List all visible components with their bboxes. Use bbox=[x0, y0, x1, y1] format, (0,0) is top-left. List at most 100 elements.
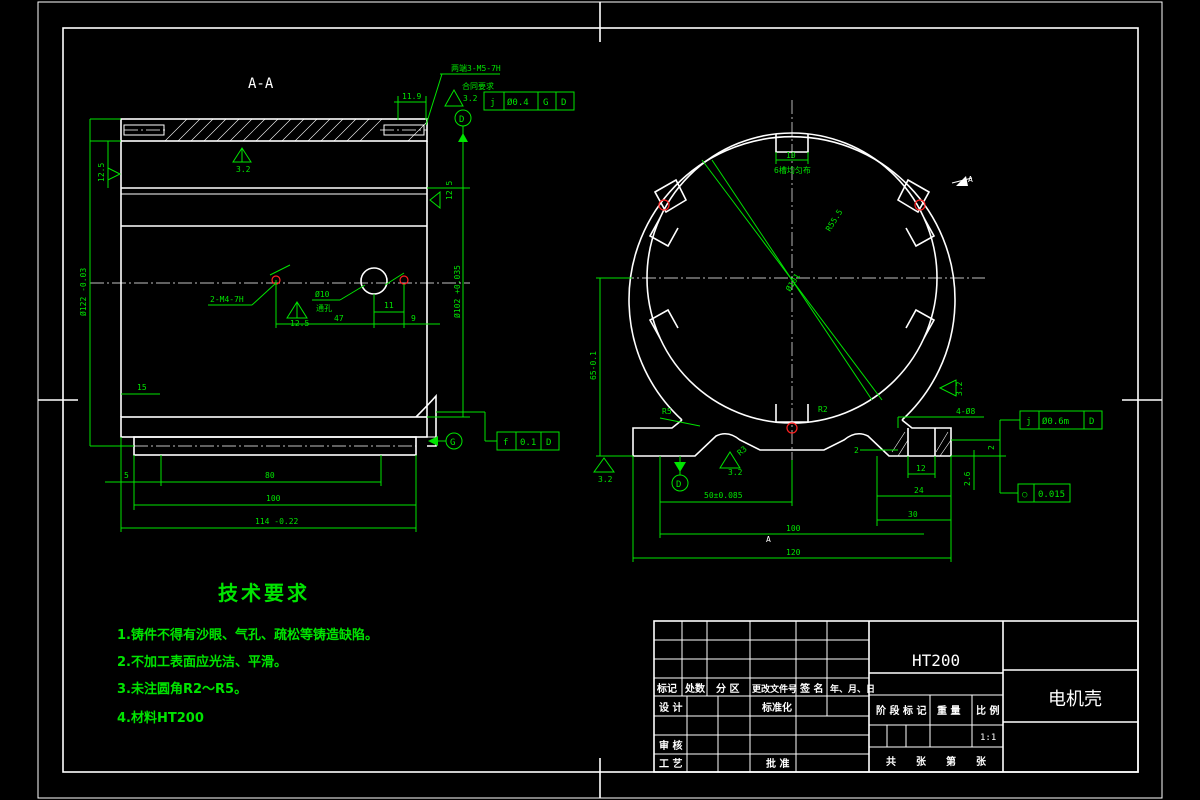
flatness-frame: ○ 0.015 bbox=[1000, 483, 1071, 503]
fcf-bottom-sym: f bbox=[503, 438, 508, 448]
tb-weight: 重 量 bbox=[937, 704, 960, 717]
requirement-4: 4.材料HT200 bbox=[117, 710, 204, 726]
tb-material: HT200 bbox=[912, 651, 960, 670]
dim-left-dia: Ø122 -0.03 bbox=[78, 268, 88, 316]
slot-note: 6槽均匀布 bbox=[774, 165, 811, 175]
roughness-left: 3.2 bbox=[598, 475, 613, 484]
tb-header-mark: 标记 bbox=[656, 682, 677, 695]
holes-note: 4-Ø8 bbox=[956, 406, 975, 416]
dim-2: 2 bbox=[987, 445, 996, 450]
dim-9: 9 bbox=[411, 314, 416, 323]
radius-outer: R55.5 bbox=[824, 208, 844, 233]
end-annotations: 10 6槽均匀布 R55.5 Ø101 65-0.1 3.2 R5 R2 R3 … bbox=[589, 151, 1103, 562]
tb-part-name: 电机壳 bbox=[1048, 689, 1102, 710]
dim-5: 5 bbox=[124, 471, 129, 480]
dim-top-offset: 11.9 bbox=[402, 92, 421, 101]
section-label: A-A bbox=[248, 76, 274, 92]
tb-standardize: 标准化 bbox=[761, 701, 792, 714]
requirement-1: 1.铸件不得有沙眼、气孔、疏松等铸造缺陷。 bbox=[117, 627, 378, 643]
radius-r5: R5 bbox=[662, 407, 672, 416]
flatness-sym: ○ bbox=[1022, 490, 1028, 500]
fcf-bottom-tol: 0.1 bbox=[520, 438, 536, 448]
title-block: 标记 处数 分 区 更改文件号 签 名 年、月、日 设 计 标准化 审 核 工 … bbox=[653, 620, 1139, 773]
tb-review: 审 核 bbox=[659, 739, 682, 752]
tb-header-count: 处数 bbox=[684, 682, 706, 695]
datum-bottom: G bbox=[450, 438, 455, 448]
hole-dia: Ø10 bbox=[315, 289, 330, 299]
roughness-right-end: 3.2 bbox=[955, 381, 964, 396]
fcf-bottom-datum: D bbox=[546, 438, 551, 448]
tb-process: 工 艺 bbox=[659, 757, 682, 770]
dim-right-dia: Ø102 +0.035 bbox=[452, 265, 462, 318]
requirement-2: 2.不加工表面应光洁、平滑。 bbox=[117, 654, 287, 670]
dim-30: 30 bbox=[908, 510, 918, 519]
fcf-top-d1: G bbox=[543, 98, 548, 108]
dim-100: 100 bbox=[786, 524, 801, 533]
dim-12: 12 bbox=[916, 464, 926, 473]
tb-header-zone: 分 区 bbox=[716, 682, 739, 695]
slot-width: 10 bbox=[786, 151, 796, 160]
dim-left-small: 12.5 bbox=[97, 163, 106, 182]
tb-sheets-unit2: 张 bbox=[976, 755, 987, 768]
roughness-bottom: 3.2 bbox=[728, 468, 743, 477]
roughness-right: 12.5 bbox=[445, 181, 454, 200]
dim-80: 80 bbox=[265, 471, 275, 480]
datum-d: D bbox=[676, 480, 681, 490]
fcf-top: j Ø0.4 G D bbox=[483, 91, 575, 111]
roughness-top: 3.2 bbox=[463, 94, 478, 103]
tb-header-date: 年、月、日 bbox=[830, 683, 875, 695]
section-annotations: 两端3-M5-7H 合同要求 11.9 3.2 j Ø0.4 G D D bbox=[78, 63, 575, 532]
housing-outline bbox=[628, 132, 956, 457]
tb-header-doc: 更改文件号 bbox=[752, 683, 797, 695]
fcf-top-tol: Ø0.4 bbox=[507, 97, 529, 108]
view-a-bottom: A bbox=[766, 535, 771, 544]
requirements-title: 技术要求 bbox=[218, 581, 310, 605]
tb-scale-label: 比 例 bbox=[976, 704, 999, 717]
technical-requirements: 技术要求 1.铸件不得有沙眼、气孔、疏松等铸造缺陷。 2.不加工表面应光洁、平滑… bbox=[117, 581, 378, 726]
dim-26: 2.6 bbox=[963, 471, 972, 486]
tb-header-sign: 签 名 bbox=[799, 682, 823, 695]
fcf-top-d2: D bbox=[561, 98, 566, 108]
dim-24: 24 bbox=[914, 486, 924, 495]
fcf-top-sym: j bbox=[490, 98, 495, 108]
dim-100: 100 bbox=[266, 494, 281, 503]
fcf-right-sym: j bbox=[1026, 417, 1031, 427]
hatched-wall bbox=[120, 118, 428, 142]
tb-scale: 1:1 bbox=[980, 733, 996, 743]
sheet-frame bbox=[37, 1, 1163, 799]
dim-height: 65-0.1 bbox=[589, 351, 598, 380]
fcf-right-tol: Ø0.6m bbox=[1042, 416, 1069, 427]
roughness-hatch: 3.2 bbox=[236, 165, 251, 174]
thread-note: 两端3-M5-7H bbox=[451, 63, 501, 73]
dim-2-left: 2 bbox=[854, 446, 859, 455]
radius-r2: R2 bbox=[818, 405, 828, 414]
hole-note: 通孔 bbox=[316, 303, 332, 313]
hole-thread: 2-M4-7H bbox=[210, 295, 244, 304]
tb-sheets-total: 共 bbox=[886, 755, 896, 768]
fcf-right-datum: D bbox=[1089, 417, 1094, 427]
tb-design: 设 计 bbox=[659, 701, 682, 714]
radius-r3: R3 bbox=[736, 444, 749, 457]
tb-stage: 阶 段 标 记 bbox=[876, 704, 926, 717]
datum-top: D bbox=[459, 115, 464, 125]
requirement-3: 3.未注圆角R2～R5。 bbox=[117, 681, 247, 697]
dim-11: 11 bbox=[384, 301, 394, 310]
dim-114: 114 -0.22 bbox=[255, 517, 299, 526]
dim-50: 50±0.085 bbox=[704, 491, 743, 500]
end-view: 10 6槽均匀布 R55.5 Ø101 65-0.1 3.2 R5 R2 R3 … bbox=[589, 100, 1103, 562]
section-view: A-A bbox=[78, 63, 575, 532]
tb-approve: 批 准 bbox=[766, 757, 789, 770]
fit-note: 合同要求 bbox=[462, 81, 494, 91]
dim-15: 15 bbox=[137, 383, 147, 392]
tb-sheets-no: 第 bbox=[946, 755, 956, 768]
housing-body bbox=[90, 141, 470, 456]
tb-sheets-unit1: 张 bbox=[916, 755, 927, 768]
view-a: A bbox=[968, 175, 973, 184]
flatness-tol: 0.015 bbox=[1038, 490, 1065, 500]
fcf-bottom: f 0.1 D bbox=[436, 411, 560, 451]
fcf-right: j Ø0.6m D bbox=[962, 410, 1103, 441]
dim-47: 47 bbox=[334, 314, 344, 323]
dim-120: 120 bbox=[786, 548, 801, 557]
roughness-mid: 12.5 bbox=[290, 319, 309, 328]
